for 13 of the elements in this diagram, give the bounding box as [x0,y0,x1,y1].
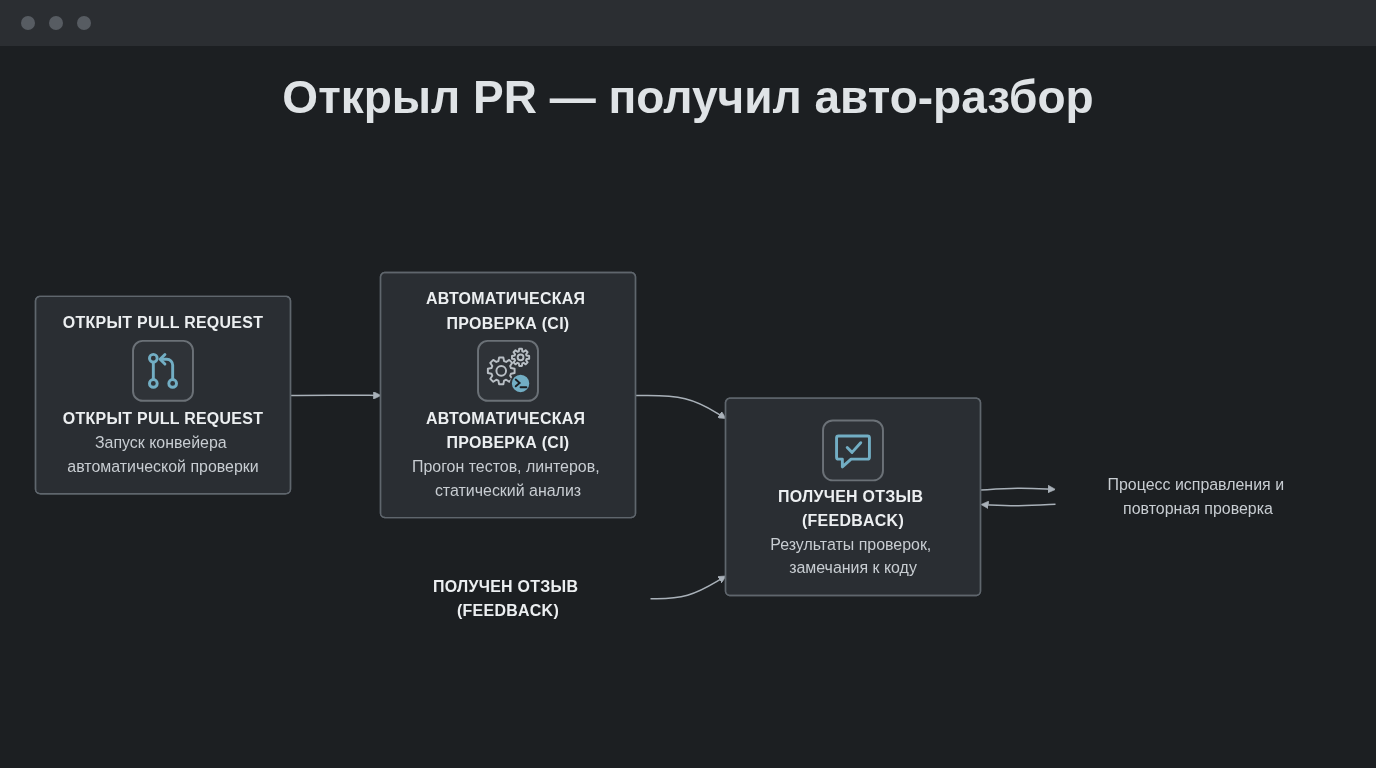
arrow [980,484,1056,494]
diagram-title: Открыл PR — получил авто-разбор [281,70,1095,124]
step-heading: ОТКРЫТ PULL REQUEST [62,409,264,428]
step-description: Запуск конвейера автоматической проверки [67,433,259,476]
step-description: Процесс исправления и повторная проверка [1107,475,1286,518]
step-heading: ПОЛУЧЕН ОТЗЫВ (FEEDBACK) [778,487,925,530]
step-heading: АВТОМАТИЧЕСКАЯ ПРОВЕРКА (CI) [426,290,587,332]
step-description: Результаты проверок, замечания к коду [770,535,933,578]
arrow [980,500,1057,509]
step-heading: ОТКРЫТ PULL REQUEST [62,314,264,332]
step-heading: ПОЛУЧЕН ОТЗЫВ (FEEDBACK) [433,577,580,620]
step-heading: АВТОМАТИЧЕСКАЯ ПРОВЕРКА (CI) [426,409,587,452]
step-description: Прогон тестов, линтеров, статический анализ [412,457,601,500]
